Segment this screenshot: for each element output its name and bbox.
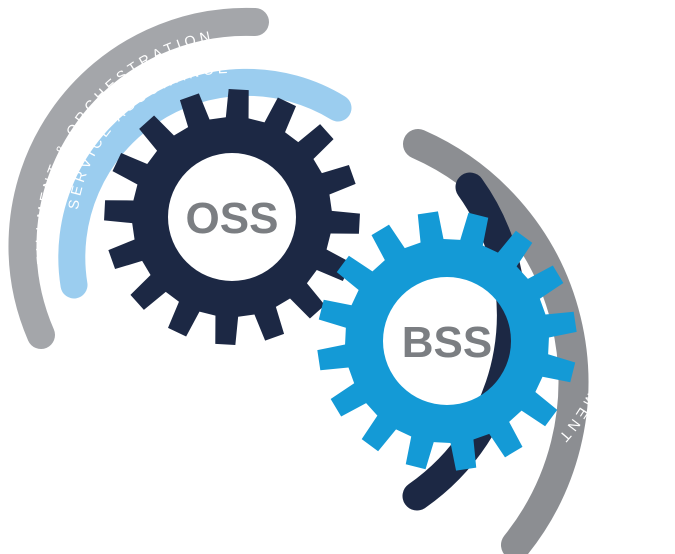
fulfillment-arc-band — [8, 7, 269, 349]
oss-gear-shape — [104, 89, 360, 345]
service-assurance-arc-band — [58, 68, 352, 299]
bss-gear-shape — [317, 211, 577, 471]
bss-gear: BSS — [317, 211, 577, 471]
oss-label: OSS — [186, 194, 279, 243]
oss-gear: OSS — [104, 89, 360, 345]
bss-label: BSS — [402, 318, 492, 367]
